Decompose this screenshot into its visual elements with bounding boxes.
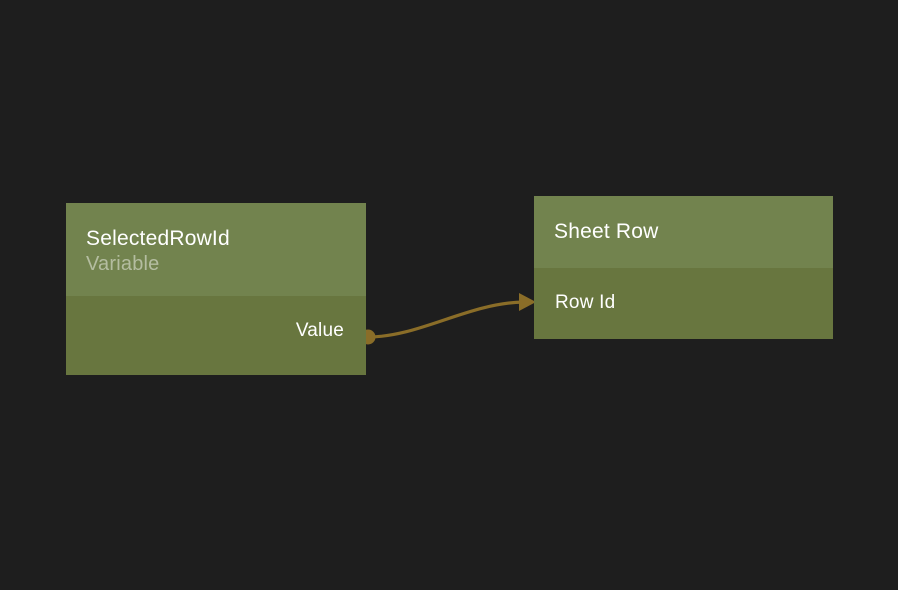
node-subtitle: Variable [86, 253, 160, 275]
node-selectedrowid[interactable]: SelectedRowId Variable Value [66, 203, 366, 375]
connection-variable-value-to-sheetrow-rowid[interactable] [366, 300, 526, 339]
input-port-label: Row Id [555, 292, 616, 313]
node-header[interactable]: Sheet Row [534, 196, 833, 268]
node-sheet-row[interactable]: Sheet Row Row Id [534, 196, 833, 339]
output-port-label: Value [295, 320, 344, 341]
node-title: SelectedRowId [86, 227, 230, 250]
node-header[interactable]: SelectedRowId Variable [66, 203, 366, 296]
node-body: Row Id [534, 268, 833, 339]
node-body: Value [66, 296, 366, 375]
output-port-value[interactable]: Value [296, 319, 344, 342]
node-title: Sheet Row [554, 220, 659, 243]
input-port-row-id[interactable]: Row Id [555, 291, 615, 314]
